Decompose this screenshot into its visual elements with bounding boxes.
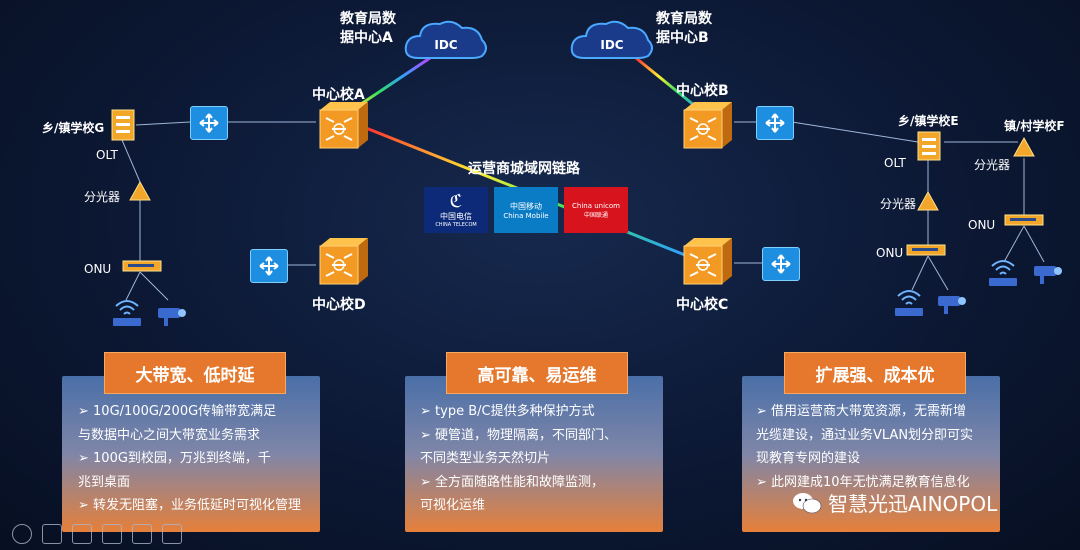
card-reliability-line: ➢ 全方面随路性能和故障监测，: [420, 474, 605, 490]
card-bandwidth-line: ➢ 转发无阻塞，业务低延时可视化管理: [78, 498, 302, 513]
card-reliability-title: 高可靠、易运维: [446, 352, 628, 394]
splitter-f-label: 分光器: [974, 158, 1011, 172]
splitter-g-label: 分光器: [84, 190, 121, 204]
zoom-icon[interactable]: [72, 524, 92, 544]
mobile-logo: 中国移动 China Mobile: [494, 187, 558, 233]
mobile-name-en: China Mobile: [503, 211, 549, 220]
splitter-f-icon: [1013, 136, 1035, 157]
card-bandwidth-line: 与数据中心之间大带宽业务需求: [78, 427, 261, 443]
card-reliability-line: 可视化运维: [420, 498, 486, 513]
school-g-label: 乡/镇学校G: [42, 121, 105, 135]
card-bandwidth-line: 兆到桌面: [78, 474, 131, 490]
olt-g-icon: [111, 109, 135, 141]
carrier-title: 运营商城域网链路: [468, 161, 580, 177]
link-idc-b-node-b: [635, 56, 701, 112]
idc-b-label-1: 教育局数: [656, 11, 712, 27]
idc-a-cloud-text: IDC: [434, 38, 457, 52]
card-scalability-body: ➢ 借用运营商大带宽资源，无需新增 光缆建设，通过业务VLAN划分即可实 现教育…: [756, 400, 998, 494]
card-scalability-line: 光缆建设，通过业务VLAN划分即可实: [756, 427, 974, 443]
onu-g-icon: [122, 260, 162, 272]
node-c-label: 中心校C: [676, 297, 729, 313]
telecom-name: 中国电信: [440, 211, 472, 221]
more-icon[interactable]: [162, 524, 182, 544]
mobile-name: 中国移动: [510, 201, 542, 211]
onu-e-icon: [906, 244, 946, 256]
node-c-switch-icon: [762, 247, 800, 281]
telecom-logo: ℭ 中国电信 CHINA TELECOM: [424, 187, 488, 233]
idc-a-cloud-icon: IDC: [404, 20, 487, 59]
school-f-label: 镇/村学校F: [1004, 119, 1065, 133]
camera-g-icon: [158, 308, 186, 326]
wifi-ap-e-icon: [895, 290, 923, 316]
unicom-name: 中国联通: [583, 211, 608, 219]
onu-f-icon: [1004, 214, 1044, 226]
card-scalability-line: ➢ 借用运营商大带宽资源，无需新增: [756, 404, 967, 419]
unicom-name-en: China unicom: [572, 201, 620, 210]
node-c-router-icon: [683, 238, 732, 285]
onu-e-label: ONU: [876, 246, 904, 260]
telecom-name-en: CHINA TELECOM: [435, 221, 477, 228]
card-bandwidth: [62, 376, 320, 532]
left-switch-icon: [190, 106, 228, 140]
card-bandwidth-body: ➢ 10G/100G/200G传输带宽满足 与数据中心之间大带宽业务需求 ➢ 1…: [78, 400, 318, 518]
idc-b-cloud-text: IDC: [600, 38, 623, 52]
onu-g-label: ONU: [84, 262, 112, 276]
right-switch-icon: [756, 106, 794, 140]
watermark-text: 智慧光迅AINOPOL: [828, 492, 998, 516]
olt-e-label: OLT: [884, 156, 906, 170]
camera-f-icon: [1034, 266, 1062, 284]
wechat-icon: [793, 492, 822, 513]
card-scalability-title: 扩展强、成本优: [784, 352, 966, 394]
node-b-label: 中心校B: [676, 83, 729, 99]
card-reliability-line: 不同类型业务天然切片: [420, 451, 551, 466]
card-reliability-body: ➢ type B/C提供多种保护方式 ➢ 硬管道，物理隔离，不同部门、 不同类型…: [420, 400, 660, 518]
splitter-e-label: 分光器: [880, 197, 917, 211]
splitter-e-icon: [917, 190, 939, 211]
card-bandwidth-title: 大带宽、低时延: [104, 352, 286, 394]
node-d-switch-icon: [250, 249, 288, 283]
olt-e-icon: [917, 131, 941, 161]
onu-f-label: ONU: [968, 218, 996, 232]
access-links: [121, 121, 1045, 301]
card-bandwidth-line: ➢ 100G到校园，万兆到终端，千: [78, 451, 271, 466]
node-b-router-icon: [683, 102, 732, 149]
link-idc-a-node-a: [351, 56, 431, 112]
idc-b-label-2: 据中心B: [656, 30, 709, 46]
card-scalability: [742, 376, 1000, 532]
watermark: 智慧光迅AINOPOL: [792, 488, 997, 517]
splitter-g-icon: [129, 180, 151, 201]
card-bandwidth-line: ➢ 10G/100G/200G传输带宽满足: [78, 404, 277, 419]
play-icon[interactable]: [12, 524, 32, 544]
card-scalability-line: 现教育专网的建设: [756, 451, 861, 466]
node-d-router-icon: [319, 238, 368, 285]
card-reliability: [405, 376, 663, 532]
subtitle-icon[interactable]: [132, 524, 152, 544]
camera-icon[interactable]: [102, 524, 122, 544]
card-reliability-line: ➢ type B/C提供多种保护方式: [420, 404, 595, 419]
wifi-ap-f-icon: [989, 260, 1017, 286]
slide-toolbar: [12, 524, 182, 544]
telecom-mark-icon: ℭ: [449, 190, 463, 212]
camera-e-icon: [938, 296, 966, 314]
olt-g-label: OLT: [96, 148, 118, 162]
school-e-label: 乡/镇学校E: [898, 114, 959, 128]
unicom-logo: China unicom 中国联通: [564, 187, 628, 233]
idc-a-label-2: 据中心A: [340, 30, 393, 46]
node-a-router-icon: [319, 102, 368, 149]
pen-icon[interactable]: [42, 524, 62, 544]
node-a-label: 中心校A: [312, 87, 365, 103]
card-reliability-line: ➢ 硬管道，物理隔离，不同部门、: [420, 427, 618, 443]
card-scalability-line: ➢ 此网建成10年无忧满足教育信息化: [756, 474, 970, 490]
idc-a-label-1: 教育局数: [340, 11, 396, 27]
idc-b-cloud-icon: IDC: [570, 20, 653, 59]
node-d-label: 中心校D: [312, 297, 366, 313]
wifi-ap-g-icon: [113, 300, 141, 326]
